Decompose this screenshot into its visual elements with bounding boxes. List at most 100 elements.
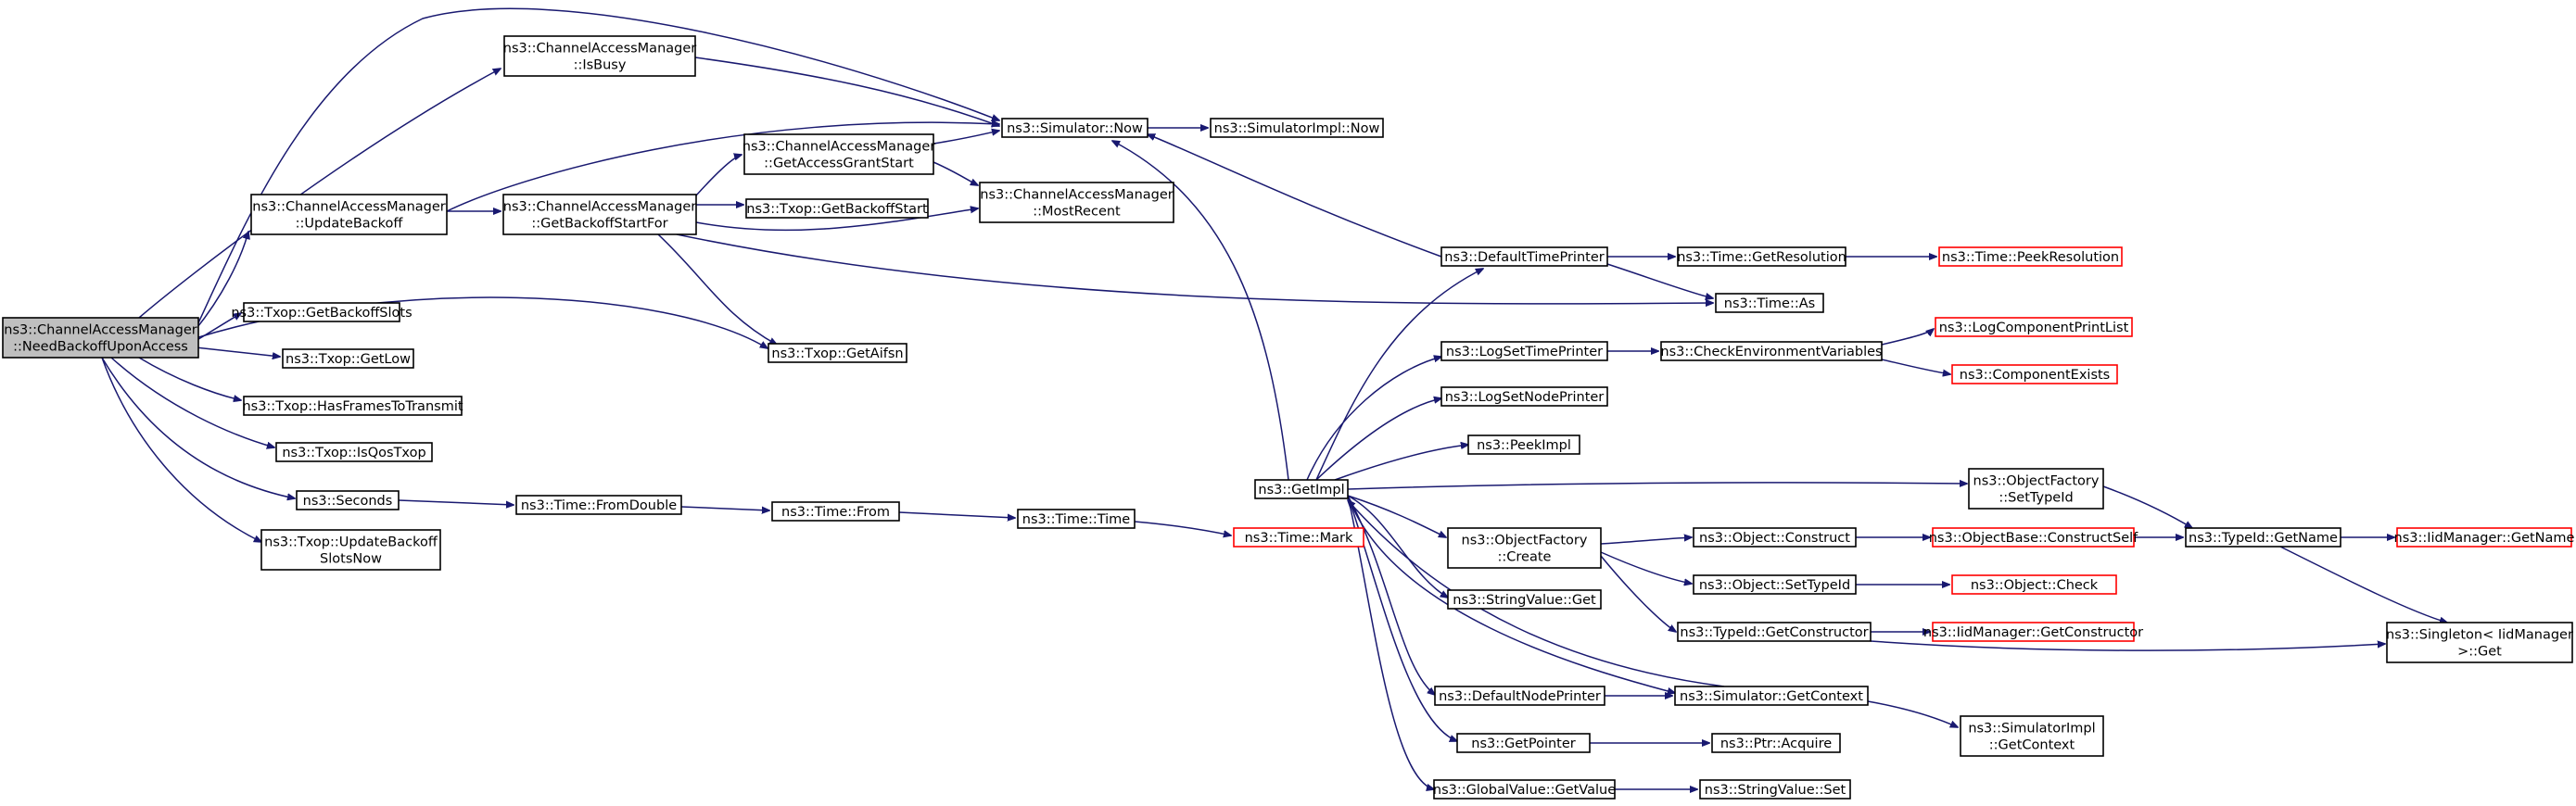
node-box: [1440, 386, 1608, 407]
function-node-peekimpl[interactable]: ns3::PeekImpl: [1467, 434, 1580, 455]
function-node-getaccessgrantstart[interactable]: ns3::ChannelAccessManager::GetAccessGran…: [742, 133, 936, 175]
function-node-singletonget[interactable]: ns3::Singleton< IidManager>::Get: [2386, 622, 2573, 663]
node-label: ns3::ChannelAccessManager: [252, 200, 446, 215]
node-label: ::NeedBackoffUponAccess: [13, 340, 188, 355]
call-edge: [1867, 700, 1958, 727]
function-node-timemark[interactable]: ns3::Time::Mark: [1233, 527, 1364, 548]
function-node-timegetres[interactable]: ns3::Time::GetResolution: [1677, 246, 1846, 267]
function-node-timefromdouble[interactable]: ns3::Time::FromDouble: [515, 495, 682, 515]
function-node-txhasframes[interactable]: ns3::Txop::HasFramesToTransmit: [242, 396, 463, 416]
function-node-mostrecent[interactable]: ns3::ChannelAccessManager::MostRecent: [979, 182, 1174, 223]
function-node-getpointer[interactable]: ns3::GetPointer: [1456, 733, 1591, 753]
function-node-objconstruct[interactable]: ns3::Object::Construct: [1693, 527, 1857, 548]
function-node-checkenv[interactable]: ns3::CheckEnvironmentVariables: [1660, 341, 1883, 361]
node-label: ::MostRecent: [1033, 205, 1121, 220]
function-node-txgetlow[interactable]: ns3::Txop::GetLow: [282, 348, 414, 369]
node-label: ::GetAccessGrantStart: [764, 157, 914, 171]
function-node-defaulttimeprinter[interactable]: ns3::DefaultTimePrinter: [1440, 246, 1608, 267]
function-node-txgetaifsn[interactable]: ns3::Txop::GetAifsn: [768, 343, 907, 363]
function-node-iidmgrgetname[interactable]: ns3::IidManager::GetName: [2394, 527, 2575, 548]
node-box: [1434, 686, 1605, 706]
node-box: [296, 490, 400, 510]
node-label: ns3::ObjectFactory: [1973, 474, 2100, 489]
node-box: [1715, 293, 1824, 313]
function-node-typeidgetctor[interactable]: ns3::TypeId::GetConstructor: [1677, 622, 1872, 642]
node-label: ns3::PeekImpl: [1477, 438, 1571, 453]
function-node-simgetcontext[interactable]: ns3::Simulator::GetContext: [1674, 686, 1869, 706]
function-node-objbaseconstructself[interactable]: ns3::ObjectBase::ConstructSelf: [1929, 527, 2138, 548]
function-node-iidmgrgetctor[interactable]: ns3::IidManager::GetConstructor: [1923, 622, 2143, 642]
node-label: ns3::IidManager::GetConstructor: [1923, 625, 2143, 640]
function-node-objcheck[interactable]: ns3::Object::Check: [1951, 574, 2117, 595]
function-node-simnow[interactable]: ns3::Simulator::Now: [1001, 118, 1148, 138]
function-node-timepeekres[interactable]: ns3::Time::PeekResolution: [1938, 246, 2123, 267]
function-node-globalvalgetvalue[interactable]: ns3::GlobalValue::GetValue: [1433, 779, 1616, 800]
node-label: ns3::Time::Mark: [1245, 531, 1353, 546]
function-node-root[interactable]: ns3::ChannelAccessManager::NeedBackoffUp…: [2, 317, 199, 359]
node-box: [250, 194, 448, 235]
function-node-simimplgetcontext[interactable]: ns3::SimulatorImpl::GetContext: [1960, 715, 2104, 757]
function-node-logcompprintlist[interactable]: ns3::LogComponentPrintList: [1935, 317, 2133, 337]
function-node-txgetbackoffslots[interactable]: ns3::Txop::GetBackoffSlots: [231, 302, 412, 322]
node-label: ::SetTypeId: [1999, 491, 2073, 506]
node-label: ns3::SimulatorImpl: [1968, 722, 2095, 737]
call-edge: [195, 346, 280, 357]
function-node-getimpl[interactable]: ns3::GetImpl: [1254, 479, 1349, 499]
function-node-logsettimeprinter[interactable]: ns3::LogSetTimePrinter: [1440, 341, 1608, 361]
call-edge: [1348, 500, 1725, 687]
function-node-compexists[interactable]: ns3::ComponentExists: [1951, 364, 2118, 384]
node-label: ns3::Seconds: [303, 494, 393, 509]
call-edge: [1334, 445, 1468, 481]
call-edge: [680, 506, 769, 510]
node-box: [2185, 527, 2341, 548]
node-box: [1932, 622, 2135, 642]
call-edge: [1881, 359, 1950, 374]
function-node-typeidgetname[interactable]: ns3::TypeId::GetName: [2185, 527, 2341, 548]
function-node-timefrom[interactable]: ns3::Time::From: [771, 501, 900, 522]
function-node-getbackoffstartfor[interactable]: ns3::ChannelAccessManager::GetBackoffSta…: [502, 194, 697, 235]
node-box: [260, 529, 441, 571]
function-node-isbusy[interactable]: ns3::ChannelAccessManager::IsBusy: [503, 35, 697, 77]
node-label: ns3::Time::Time: [1022, 512, 1131, 527]
function-node-stringvalueget[interactable]: ns3::StringValue::Get: [1447, 589, 1602, 610]
node-box: [1456, 733, 1591, 753]
node-label: ns3::Object::SetTypeId: [1699, 578, 1850, 593]
call-edge: [933, 131, 999, 145]
node-box: [1699, 779, 1851, 800]
call-edge: [1112, 141, 1289, 481]
call-edge: [1600, 551, 1692, 584]
node-label: ns3::LogComponentPrintList: [1939, 321, 2129, 335]
node-label: ns3::Singleton< IidManager: [2386, 628, 2573, 643]
node-box: [2386, 622, 2573, 663]
node-box: [1254, 479, 1349, 499]
function-node-defaultnodeprinter[interactable]: ns3::DefaultNodePrinter: [1434, 686, 1605, 706]
function-node-objfactsettypeid[interactable]: ns3::ObjectFactory::SetTypeId: [1968, 468, 2104, 510]
call-edge: [1134, 521, 1231, 535]
function-node-logsetnodeprinter[interactable]: ns3::LogSetNodePrinter: [1440, 386, 1608, 407]
function-node-stringvalueset[interactable]: ns3::StringValue::Set: [1699, 779, 1851, 800]
function-node-timetime[interactable]: ns3::Time::Time: [1017, 509, 1136, 529]
function-node-objsettypeid[interactable]: ns3::Object::SetTypeId: [1693, 574, 1857, 595]
function-node-objfactcreate[interactable]: ns3::ObjectFactory::Create: [1447, 527, 1602, 569]
function-node-txgetbackoffstart[interactable]: ns3::Txop::GetBackoffStart: [745, 198, 929, 219]
node-label: ns3::ChannelAccessManager: [742, 140, 936, 155]
call-edge: [195, 313, 241, 342]
function-node-txisqos[interactable]: ns3::Txop::IsQosTxop: [275, 442, 433, 462]
function-node-updbackoff[interactable]: ns3::ChannelAccessManager::UpdateBackoff: [250, 194, 448, 235]
function-node-ptracquire[interactable]: ns3::Ptr::Acquire: [1711, 733, 1841, 753]
node-label: ns3::DefaultTimePrinter: [1444, 250, 1604, 265]
node-label: ::GetBackoffStartFor: [531, 217, 667, 232]
node-label: ns3::ChannelAccessManager: [503, 42, 697, 57]
node-label: ns3::Ptr::Acquire: [1720, 737, 1832, 751]
call-edge: [101, 357, 295, 498]
node-label: ns3::IidManager::GetName: [2394, 531, 2575, 546]
call-edge: [1600, 555, 1676, 632]
function-node-timeas[interactable]: ns3::Time::As: [1715, 293, 1824, 313]
function-node-seconds[interactable]: ns3::Seconds: [296, 490, 400, 510]
node-label: ns3::CheckEnvironmentVariables: [1660, 345, 1882, 359]
node-label: ns3::TypeId::GetName: [2189, 531, 2338, 546]
node-box: [1447, 589, 1602, 610]
function-node-simimplnow[interactable]: ns3::SimulatorImpl::Now: [1210, 118, 1384, 138]
